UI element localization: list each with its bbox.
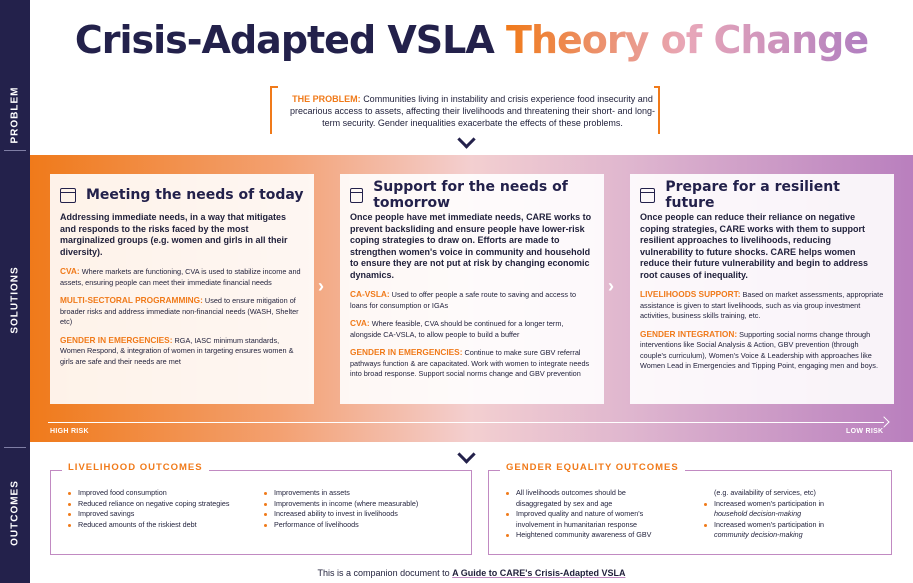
- sidebar-divider: [4, 150, 26, 151]
- guide-link[interactable]: A Guide to CARE's Crisis-Adapted VSLA: [452, 568, 626, 578]
- list-item: Improvements in income (where measurable…: [262, 499, 418, 510]
- livelihood-outcomes-title: LIVELIHOOD OUTCOMES: [62, 462, 209, 473]
- list-item: Improvements in assets: [262, 488, 418, 499]
- chevron-right-icon: ›: [318, 276, 324, 296]
- card-item: CVA: Where feasible, CVA should be conti…: [350, 318, 564, 339]
- low-risk-label: LOW RISK: [846, 428, 884, 435]
- card-prepare-resilient-future: Prepare for a resilient future Once peop…: [630, 174, 894, 404]
- list-item: disaggregated by sex and age: [516, 498, 613, 508]
- card-item: LIVELIHOODS SUPPORT: Based on market ass…: [640, 289, 884, 320]
- list-item: Improved quality and nature of women's: [504, 509, 651, 520]
- title-part-1: Crisis-Adapted VSLA: [74, 18, 495, 62]
- list-item: Increased ability to invest in livelihoo…: [262, 509, 418, 520]
- list-item: Reduced reliance on negative coping stra…: [66, 499, 229, 510]
- title-part-2: Theory of Change: [506, 18, 869, 62]
- gender-outcomes-title: GENDER EQUALITY OUTCOMES: [500, 462, 685, 473]
- card-item: GENDER IN EMERGENCIES: RGA, IASC minimum…: [60, 334, 294, 366]
- sidebar-label-solutions: SOLUTIONS: [9, 266, 21, 334]
- gender-outcomes-box: [488, 470, 892, 555]
- high-risk-label: HIGH RISK: [50, 428, 89, 435]
- card-meeting-needs-today: Meeting the needs of today Addressing im…: [50, 174, 314, 404]
- list-item: Heightened community awareness of GBV: [504, 530, 651, 541]
- list-item: Improved savings: [66, 509, 229, 520]
- card-support-needs-tomorrow: Support for the needs of tomorrow Once p…: [340, 174, 604, 404]
- footer-text: This is a companion document to: [317, 568, 450, 578]
- card-lead: Addressing immediate needs, in a way tha…: [60, 212, 288, 257]
- list-item: involvement in humanitarian response: [516, 519, 638, 529]
- risk-arrow: [48, 422, 884, 423]
- problem-statement: THE PROBLEM: Communities living in insta…: [285, 93, 660, 129]
- sidebar-divider: [4, 447, 26, 448]
- card-lead: Once people can reduce their reliance on…: [640, 212, 869, 280]
- list-item: household decision-making: [714, 509, 802, 519]
- calendar-icon: [350, 187, 364, 203]
- card-lead: Once people have met immediate needs, CA…: [350, 212, 592, 280]
- chevron-right-icon: ›: [608, 276, 614, 296]
- sidebar-label-outcomes: OUTCOMES: [9, 480, 21, 546]
- list-item: Increased women's participation in: [702, 499, 824, 510]
- page-title: Crisis-Adapted VSLA Theory of Change: [30, 18, 913, 62]
- card-title: Support for the needs of tomorrow: [373, 179, 568, 211]
- livelihood-list-1: Improved food consumption Reduced relian…: [66, 488, 229, 530]
- sidebar: PROBLEM SOLUTIONS OUTCOMES: [0, 0, 30, 583]
- sidebar-label-problem: PROBLEM: [9, 86, 21, 144]
- gender-list-1: All livelihoods outcomes should be disag…: [504, 488, 651, 541]
- list-item: Performance of livelihoods: [262, 520, 418, 531]
- list-item: (e.g. availability of services, etc): [714, 488, 816, 497]
- footer: This is a companion document to A Guide …: [30, 568, 913, 578]
- livelihood-outcomes-box: [50, 470, 472, 555]
- list-item: All livelihoods outcomes should be: [504, 488, 651, 499]
- chevron-down-icon: [457, 445, 476, 464]
- card-item: CVA: Where markets are functioning, CVA …: [60, 266, 301, 287]
- calendar-icon: [60, 187, 76, 203]
- card-title: Prepare for a resilient future: [665, 179, 840, 211]
- problem-body: Communities living in instability and cr…: [289, 94, 656, 128]
- problem-label: THE PROBLEM:: [292, 94, 361, 104]
- card-title: Meeting the needs of today: [86, 187, 304, 203]
- card-item: CA-VSLA: Used to offer people a safe rou…: [350, 289, 577, 310]
- card-item: MULTI-SECTORAL PROGRAMMING: Used to ensu…: [60, 295, 299, 326]
- list-item: community decision-making: [714, 530, 803, 540]
- calendar-icon: [640, 187, 656, 203]
- list-item: Improved food consumption: [66, 488, 229, 499]
- card-item: GENDER IN EMERGENCIES: Continue to make …: [350, 347, 590, 378]
- card-item: GENDER INTEGRATION: Supporting social no…: [640, 328, 878, 371]
- list-item: Increased women's participation in: [702, 520, 824, 531]
- list-item: Reduced amounts of the riskiest debt: [66, 520, 229, 531]
- gender-list-2: (e.g. availability of services, etc) Inc…: [702, 488, 824, 541]
- livelihood-list-2: Improvements in assets Improvements in i…: [262, 488, 418, 530]
